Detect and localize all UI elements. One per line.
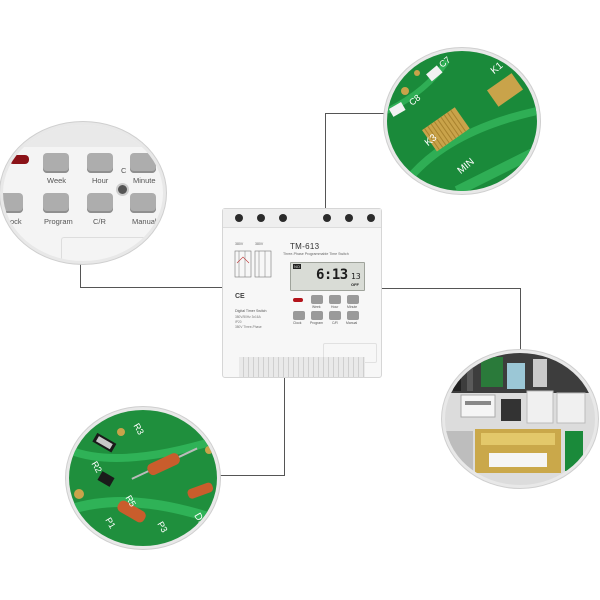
key-cr (87, 193, 113, 213)
label-hour: Hour (92, 176, 109, 185)
bottom-vent (239, 357, 365, 377)
label-cr: C/R (93, 217, 106, 226)
connector-top-right-h (325, 113, 385, 114)
device-subtitle: Three-Phase Programmable Time Switch (283, 252, 349, 256)
indicator-label: C (121, 166, 127, 175)
pcb-bottom-left-circle: R3 R2 R5 R4 D5 P1 P3 (66, 407, 220, 549)
led-indicator (293, 298, 303, 302)
label-btn-clock: Clock (293, 321, 302, 325)
lcd-time: 6:13 (316, 267, 348, 283)
connector-top-left-v (80, 255, 81, 288)
spec-line-1: Digital Timer Switch (235, 309, 267, 313)
connector-top-left-h (80, 287, 222, 288)
key-week (43, 153, 69, 173)
pcb-top-right-circle: C7 C8 K3 K1 MIN (384, 48, 540, 194)
label-week: Week (47, 176, 67, 185)
device-model: TM-613 (290, 242, 320, 251)
spec-line-2: 380V/50Hz 3x16A (235, 315, 261, 319)
pcb-label-r4: R4 (193, 415, 208, 431)
led-red-zoom (9, 155, 29, 164)
button-hour[interactable] (329, 295, 341, 304)
key-clock (3, 193, 23, 213)
label-btn-manual: Manual (346, 321, 358, 325)
button-week[interactable] (311, 295, 323, 304)
lcd-display: NO 6:13 13 OFF (290, 262, 365, 291)
label-btn-hour: Hour (331, 305, 339, 309)
wiring-diagram (234, 250, 272, 278)
spec-line-3: IP20 (235, 320, 242, 324)
label-clock: ock (10, 217, 22, 226)
key-program (43, 193, 69, 213)
terminal-row-top (223, 209, 381, 228)
button-cr[interactable] (329, 311, 341, 320)
key-minute (130, 153, 156, 173)
keypad-zoom-circle: Week Hour Minute C ock Program C/R Manua… (0, 122, 166, 264)
wiring-label-left: 380V (235, 242, 244, 246)
button-clock[interactable] (293, 311, 305, 320)
label-btn-minute: Minute (347, 305, 358, 309)
key-manual (130, 193, 156, 213)
button-minute[interactable] (347, 295, 359, 304)
internal-board-art (445, 353, 595, 485)
label-btn-cr: C/R (332, 321, 338, 325)
label-manual: Manual (132, 217, 157, 226)
button-program[interactable] (311, 311, 323, 320)
ce-mark: CE (235, 293, 245, 300)
button-manual[interactable] (347, 311, 359, 320)
lcd-badge: NO (293, 264, 301, 269)
spec-line-4: 380V Three-Phase (235, 325, 262, 329)
connector-bottom-v (284, 376, 285, 475)
timer-device: 380V 380V TM-613 Three-Phase Programmabl… (222, 208, 382, 378)
connector-bottom-h (213, 475, 285, 476)
pcb-top-right-art (387, 59, 537, 191)
indicator-dot (116, 183, 129, 196)
label-minute: Minute (133, 176, 156, 185)
lcd-seconds: 13 (351, 272, 361, 281)
lcd-state: OFF (351, 282, 359, 287)
internal-board-circle (442, 350, 598, 488)
label-program: Program (44, 217, 73, 226)
label-btn-program: Program (310, 321, 324, 325)
wiring-label-right: 380V (255, 242, 264, 246)
connector-right-h (380, 288, 520, 289)
connector-top-right-v (325, 113, 326, 210)
key-hour (87, 153, 113, 173)
label-btn-week: Week (312, 305, 321, 309)
connector-right-v (520, 288, 521, 352)
